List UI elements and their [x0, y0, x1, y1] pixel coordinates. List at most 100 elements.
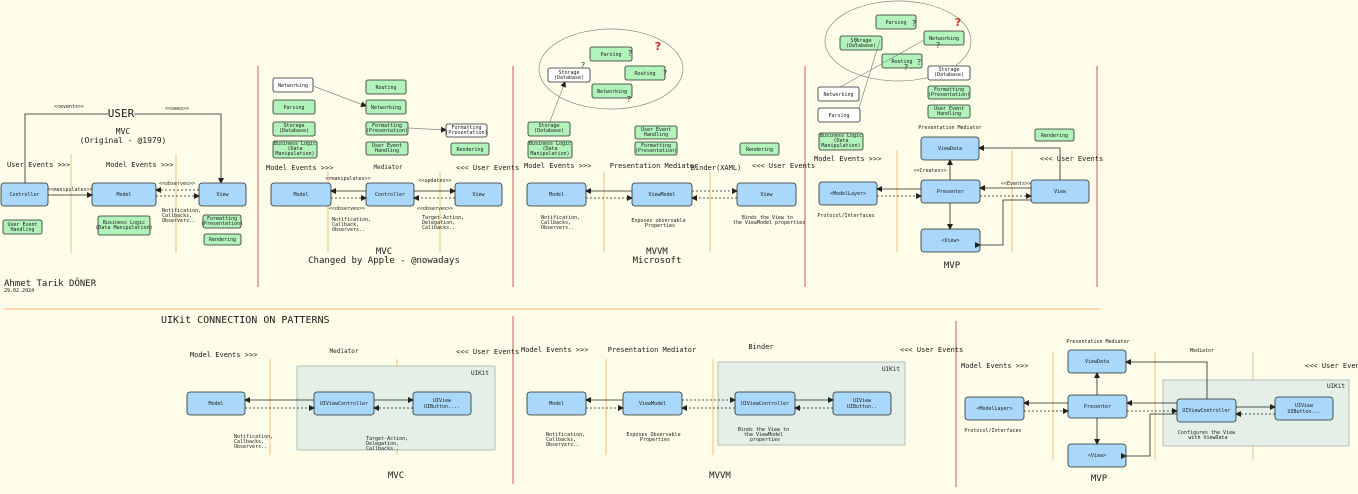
viewmodel-box[interactable]: ViewModel: [631, 182, 693, 207]
view-box[interactable]: View: [198, 182, 247, 207]
binds-text: Binds the View to the ViewModel properti…: [733, 215, 805, 226]
configures-text: Configures the View with ViewData: [1178, 430, 1238, 441]
view-box[interactable]: View: [736, 182, 797, 207]
svg-text:Routing: Routing: [891, 59, 912, 65]
mvc-apple-title-line1: MVC: [376, 247, 392, 257]
bottom-heading: UIKit CONNECTION ON PATTERNS: [161, 315, 330, 326]
target-action-text: Target-Action, Delegation, Callbacks..: [366, 436, 411, 452]
viewmodel-box[interactable]: ViewModel: [622, 391, 683, 416]
model-box[interactable]: Model: [91, 182, 157, 207]
svg-text:Networking: Networking: [278, 83, 308, 89]
controller-box[interactable]: Controller: [0, 182, 49, 207]
business-logic-box: Business Logic(Data Manipulation): [95, 215, 153, 236]
events-label: <<events>>: [54, 104, 84, 110]
uiviewcontroller-box[interactable]: UIViewController: [734, 391, 796, 416]
mvvm-title-line1: MVVM: [646, 247, 668, 257]
uikit-label: UIKit: [882, 366, 900, 373]
rendering-box: Rendering: [203, 233, 242, 246]
question-mark-small: ?: [917, 58, 921, 67]
model-box[interactable]: Model: [526, 391, 587, 416]
creates-label: <<Creates>>: [913, 168, 946, 174]
uikit-label: UIKit: [471, 370, 489, 377]
model-events-label: Model Events >>>: [814, 155, 881, 163]
uiviewcontroller-box[interactable]: UIViewController: [313, 391, 375, 416]
svg-text:UIViewController: UIViewController: [741, 401, 789, 407]
mvvm-microsoft-section: Parsing Routing Networking Storage(Datab…: [524, 28, 815, 266]
manipulates-label: <<manipulates>>: [47, 187, 92, 193]
svg-text:Routing: Routing: [634, 71, 655, 77]
view-protocol-box[interactable]: <View>: [920, 228, 981, 253]
viewdata-box[interactable]: ViewData: [920, 136, 980, 161]
model-events-label: Model Events >>>: [266, 164, 333, 172]
bottom-mvc-title: MVC: [388, 471, 404, 481]
uiviewcontroller-box[interactable]: UIViewController: [1176, 398, 1237, 423]
notification-text: Notification, Callback, Observers..: [332, 217, 374, 233]
networking-green-box: Networking: [923, 30, 965, 46]
model-events-label: Model Events >>>: [190, 351, 257, 359]
svg-text:<ModelLayer>: <ModelLayer>: [976, 406, 1012, 412]
presenter-box[interactable]: Presenter: [920, 179, 981, 204]
model-events-label: Model Events >>>: [106, 161, 173, 169]
svg-text:Formatting(Presentation): Formatting(Presentation): [366, 123, 408, 134]
modellayer-box[interactable]: <ModelLayer>: [818, 181, 878, 206]
svg-text:Parsing: Parsing: [600, 52, 621, 58]
bottom-mvp-section: Presentation Mediator Model Events >>> M…: [961, 339, 1358, 484]
svg-text:ViewModel: ViewModel: [648, 192, 675, 198]
mvvm-title-line2: Microsoft: [633, 256, 682, 266]
user-events-label: <<< User Events: [456, 164, 519, 172]
routing-box: Routing: [881, 53, 923, 69]
svg-text:Parsing: Parsing: [885, 20, 906, 26]
storage-green-box: Storage(Database): [527, 121, 571, 137]
question-mark-big: ?: [955, 16, 961, 29]
svg-text:View: View: [1054, 189, 1067, 195]
storage-white-box: Storage(Database): [927, 65, 971, 81]
model-box[interactable]: Model: [186, 391, 246, 416]
observes-label: <<observes>>: [329, 206, 365, 212]
model-box[interactable]: Model: [526, 182, 587, 207]
controller-box[interactable]: Controller: [365, 182, 415, 207]
protocol-label: Protocol/Interfaces: [964, 428, 1021, 434]
question-mark-small: ?: [936, 41, 940, 50]
question-mark-small: ?: [663, 69, 667, 78]
question-mark-small: ?: [627, 95, 631, 104]
view-box[interactable]: View: [1030, 179, 1090, 204]
bottom-mvp-title: MVP: [1091, 474, 1108, 484]
svg-text:Networking: Networking: [929, 36, 959, 42]
exposes-text: Exposes observable Properties: [631, 218, 688, 229]
rendering-box: Rendering: [739, 142, 780, 156]
svg-text:UIViewController: UIViewController: [1182, 408, 1230, 414]
networking-box: Networking: [365, 99, 407, 115]
svg-text:<View>: <View>: [941, 238, 959, 244]
model-box[interactable]: Model: [270, 182, 332, 207]
view-protocol-box[interactable]: <View>: [1067, 443, 1127, 468]
sees-label: <<sees>>: [165, 106, 189, 112]
presenter-box[interactable]: Presenter: [1067, 394, 1128, 419]
notification-text: Notification, Callbacks, Observers..: [546, 432, 588, 448]
svg-text:Storage(Database): Storage(Database): [554, 70, 584, 81]
formatting-box: Formatting(Presentation): [927, 85, 971, 100]
view-box[interactable]: View: [454, 182, 503, 207]
formatting-white-box: Formatting(Presentation): [445, 123, 488, 138]
svg-text:Controller: Controller: [9, 192, 39, 198]
svg-text:Routing: Routing: [375, 85, 396, 91]
viewdata-box[interactable]: ViewData: [1067, 349, 1127, 374]
svg-text:<View>: <View>: [1088, 453, 1106, 459]
modellayer-box[interactable]: <ModelLayer>: [964, 396, 1025, 421]
networking-white-box: Networking: [817, 86, 860, 102]
svg-text:Business Logic(Data Manipulati: Business Logic(Data Manipulation): [95, 220, 152, 231]
svg-text:ViewData: ViewData: [1085, 359, 1109, 365]
svg-text:Formatting(Presentation): Formatting(Presentation): [201, 216, 243, 227]
storage-white-box: Storage(Database): [547, 67, 591, 83]
networking-box: Networking: [591, 83, 633, 99]
